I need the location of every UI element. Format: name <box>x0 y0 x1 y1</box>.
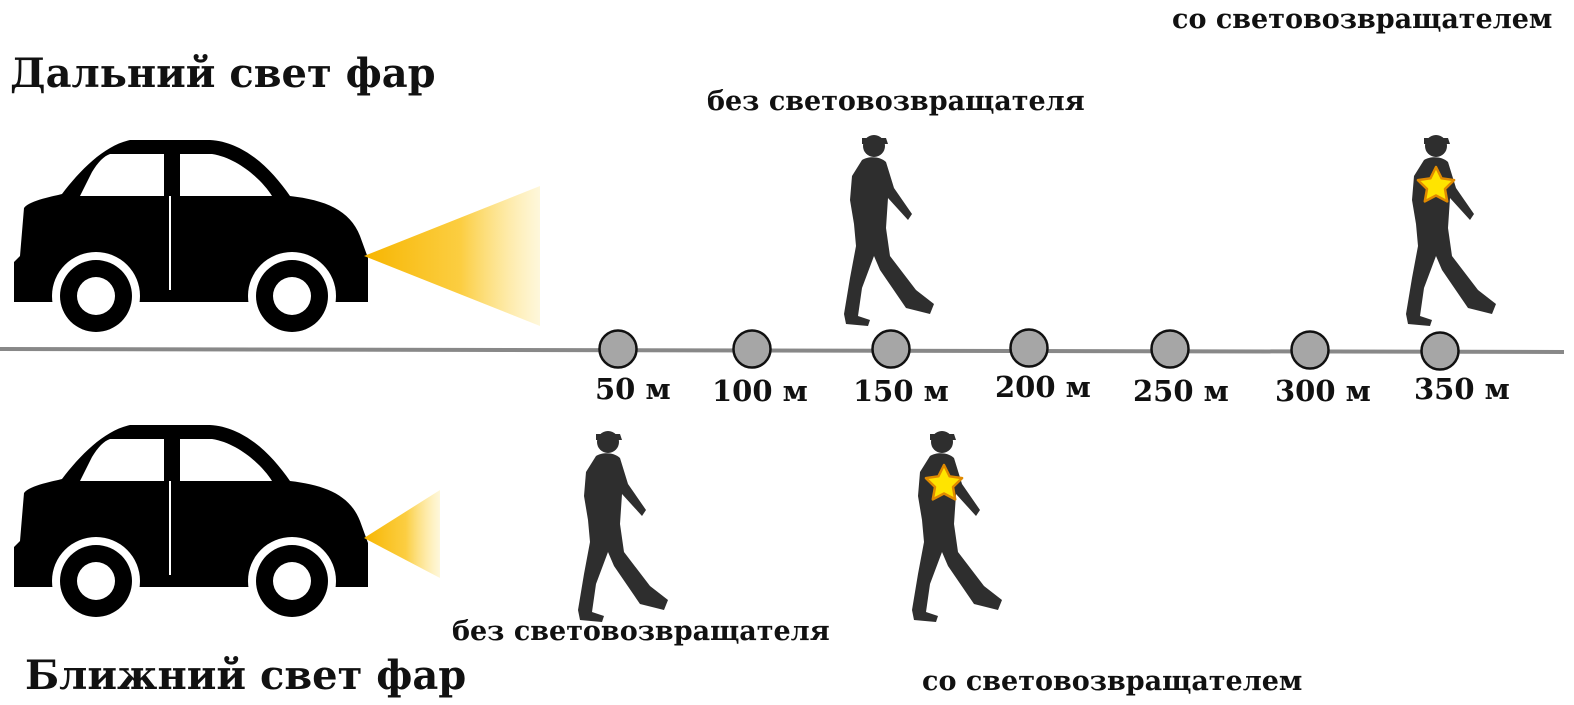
high-beam-car <box>13 139 369 341</box>
pedestrian-reflector-low-beam <box>912 431 1002 622</box>
low-beam-light <box>364 490 440 578</box>
distance-label-350: 350 м <box>1414 372 1510 406</box>
distance-label-150: 150 м <box>853 374 949 408</box>
distance-marker-50 <box>598 329 638 369</box>
high-beam-plain-label: без световозвращателя <box>707 86 1085 117</box>
pedestrian-reflector-high-beam <box>1406 135 1496 326</box>
distance-marker-300 <box>1290 330 1330 370</box>
distance-marker-350 <box>1420 331 1460 371</box>
distance-label-300: 300 м <box>1275 374 1371 408</box>
distance-marker-100 <box>732 329 772 369</box>
distance-marker-250 <box>1150 329 1190 369</box>
distance-marker-200 <box>1009 328 1049 368</box>
low-beam-title: Ближний свет фар <box>25 652 467 699</box>
high-beam-title: Дальний свет фар <box>10 50 436 97</box>
pedestrian-plain-low-beam <box>578 431 668 622</box>
low-beam-plain-label: без световозвращателя <box>452 616 830 647</box>
distance-marker-150 <box>871 329 911 369</box>
distance-label-50: 50 м <box>595 372 671 406</box>
high-beam-reflector-label: со световозвращателем <box>1172 4 1553 35</box>
high-beam-light <box>364 186 540 326</box>
distance-label-250: 250 м <box>1133 374 1229 408</box>
distance-label-200: 200 м <box>995 370 1091 404</box>
distance-markers <box>598 328 1460 371</box>
pedestrian-plain-high-beam <box>844 135 934 326</box>
low-beam-reflector-label: со световозвращателем <box>922 666 1303 697</box>
low-beam-car <box>13 424 369 626</box>
distance-label-100: 100 м <box>712 374 808 408</box>
